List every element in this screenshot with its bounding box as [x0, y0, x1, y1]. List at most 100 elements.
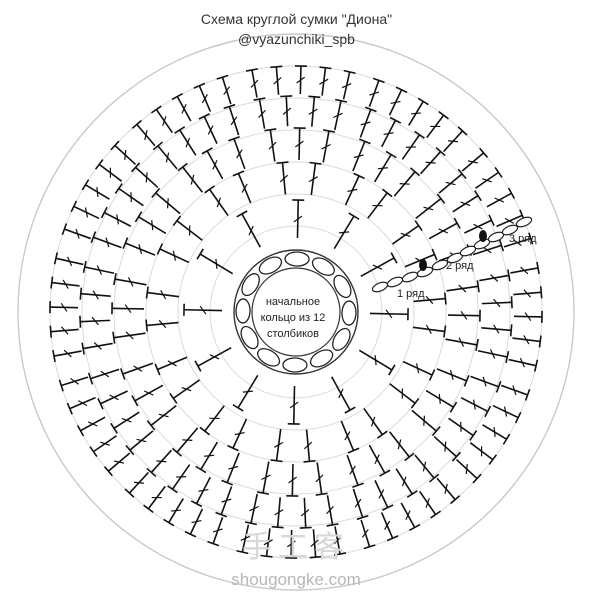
stitch-slash	[333, 112, 343, 119]
stitch-top	[524, 388, 531, 401]
stitch-slash	[273, 76, 282, 85]
round-4-stitch	[81, 342, 113, 355]
stitch-slash	[91, 316, 99, 326]
round-5-stitch	[49, 301, 79, 314]
stitch-slash	[319, 78, 329, 85]
round-4-stitch	[359, 106, 377, 138]
stitch-top	[151, 187, 161, 199]
round-5-stitch	[486, 187, 516, 208]
stitch-top	[232, 170, 245, 177]
stitch-top	[221, 479, 233, 486]
stitch-slash	[286, 540, 296, 548]
stitch-top	[509, 324, 513, 337]
stitch-slash	[151, 220, 154, 231]
round-3-stitch	[151, 187, 181, 215]
stitch-top	[406, 490, 418, 498]
stitch-slash	[181, 103, 187, 114]
stitch-slash	[160, 289, 167, 300]
stitch-slash	[182, 439, 193, 442]
round-2-stitch	[169, 379, 200, 404]
stitch-top	[260, 554, 273, 558]
stitch-slash	[512, 239, 522, 247]
stitch-slash	[371, 416, 376, 427]
round-2-stitch	[145, 286, 180, 300]
round-4-stitch	[100, 206, 132, 228]
stitch-slash	[124, 149, 127, 160]
stitch-slash	[138, 244, 143, 255]
stitch-top	[270, 65, 283, 69]
guide-circle	[177, 193, 415, 431]
round-5-stitch	[260, 528, 273, 558]
round-5-stitch	[309, 529, 322, 559]
stitch-top	[431, 425, 441, 437]
ring-outline-outer	[233, 249, 359, 375]
stitch-slash	[216, 197, 221, 208]
stitch-top	[538, 335, 542, 348]
stitch-top	[82, 260, 87, 274]
stitch-slash	[465, 464, 468, 475]
stitch-top	[364, 106, 377, 113]
stitch-slash	[425, 161, 436, 164]
stitch-top	[533, 359, 539, 372]
stitch-slash	[344, 431, 351, 441]
round-4-stitch	[82, 260, 115, 275]
round-5-stitch	[388, 86, 408, 116]
round-2-stitch	[227, 418, 248, 452]
stitch-slash	[294, 140, 304, 148]
stitch-slash	[248, 225, 254, 236]
stitch-slash	[87, 421, 98, 427]
stitch-slash	[96, 265, 103, 275]
round-5-stitch	[94, 159, 123, 182]
round-5-stitch	[285, 529, 298, 559]
stitch-slash	[384, 520, 391, 530]
round-4-stitch	[79, 287, 111, 300]
stitch-slash	[458, 284, 467, 293]
stitch-slash	[512, 385, 517, 396]
round-4-stitch	[146, 449, 173, 478]
stitch-slash	[75, 228, 80, 239]
stitch-slash	[293, 215, 303, 223]
round-2-stitch	[276, 161, 289, 195]
stitch-top	[190, 500, 203, 508]
round-3-stitch	[445, 337, 479, 351]
round-3-stitch	[119, 362, 154, 380]
round-1-stitch	[194, 347, 232, 372]
stitch-slash	[308, 108, 318, 115]
stitch-slash	[423, 415, 426, 426]
stitch-top	[50, 276, 54, 289]
stitch-slash	[353, 154, 364, 159]
round-2-stitch	[303, 429, 316, 463]
round-5-stitch	[143, 485, 166, 514]
stitch-slash	[201, 94, 208, 104]
ring-stitch-oval	[257, 348, 281, 367]
stitch-top	[146, 467, 157, 478]
stitch-top	[49, 325, 53, 338]
round-5-stitch	[294, 65, 307, 95]
round-3-stitch	[221, 452, 240, 486]
stitch-top	[450, 495, 461, 505]
stitch-top	[303, 460, 316, 463]
round-4-stitch	[87, 368, 120, 385]
stitch-slash	[401, 476, 407, 487]
stitch-top	[539, 286, 543, 299]
stitch-top	[453, 217, 461, 229]
round-3-stitch	[315, 462, 328, 496]
stitch-top	[204, 185, 215, 194]
stitch-top	[435, 146, 446, 157]
stitch-slash	[70, 377, 80, 385]
round-3-stitch	[257, 461, 271, 495]
stitch-top	[326, 523, 339, 527]
stitch-slash	[438, 393, 441, 404]
stitch-top	[388, 364, 396, 376]
stitch-top	[195, 465, 207, 474]
stitch-slash	[109, 394, 119, 401]
stitch-slash	[473, 399, 476, 410]
stitch-slash	[460, 201, 471, 207]
stitch-slash	[308, 176, 319, 183]
round-5-stitch	[49, 325, 79, 338]
round-1-stitch	[292, 199, 305, 239]
stitch-top	[245, 68, 259, 72]
round-4-stitch	[215, 486, 233, 518]
stitch-slash	[458, 337, 465, 347]
stitch-top	[119, 368, 126, 380]
